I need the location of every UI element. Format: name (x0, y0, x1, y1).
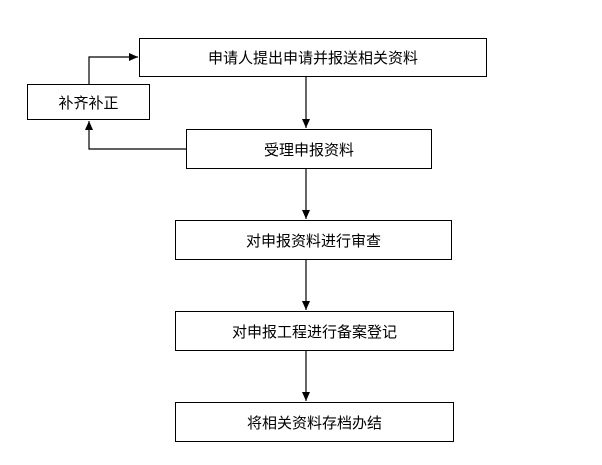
node-supplement-correction: 补齐补正 (27, 84, 150, 120)
node-review-materials-label: 对申报资料进行审查 (245, 231, 381, 250)
node-project-filing: 对申报工程进行备案登记 (175, 311, 454, 351)
node-project-filing-label: 对申报工程进行备案登记 (231, 322, 397, 341)
node-archive-close-label: 将相关资料存档办结 (246, 413, 382, 432)
node-supplement-correction-label: 补齐补正 (58, 93, 119, 112)
arrow-accept-to-correct (85, 121, 186, 150)
node-accept-materials: 受理申报资料 (186, 129, 432, 169)
node-archive-close: 将相关资料存档办结 (175, 402, 454, 442)
node-submit-application-label: 申请人提出申请并报送相关资料 (207, 49, 418, 67)
arrow-correct-to-submit (88, 53, 138, 84)
node-accept-materials-label: 受理申报资料 (263, 140, 354, 159)
node-review-materials: 对申报资料进行审查 (175, 220, 452, 260)
node-submit-application: 申请人提出申请并报送相关资料 (139, 38, 487, 77)
